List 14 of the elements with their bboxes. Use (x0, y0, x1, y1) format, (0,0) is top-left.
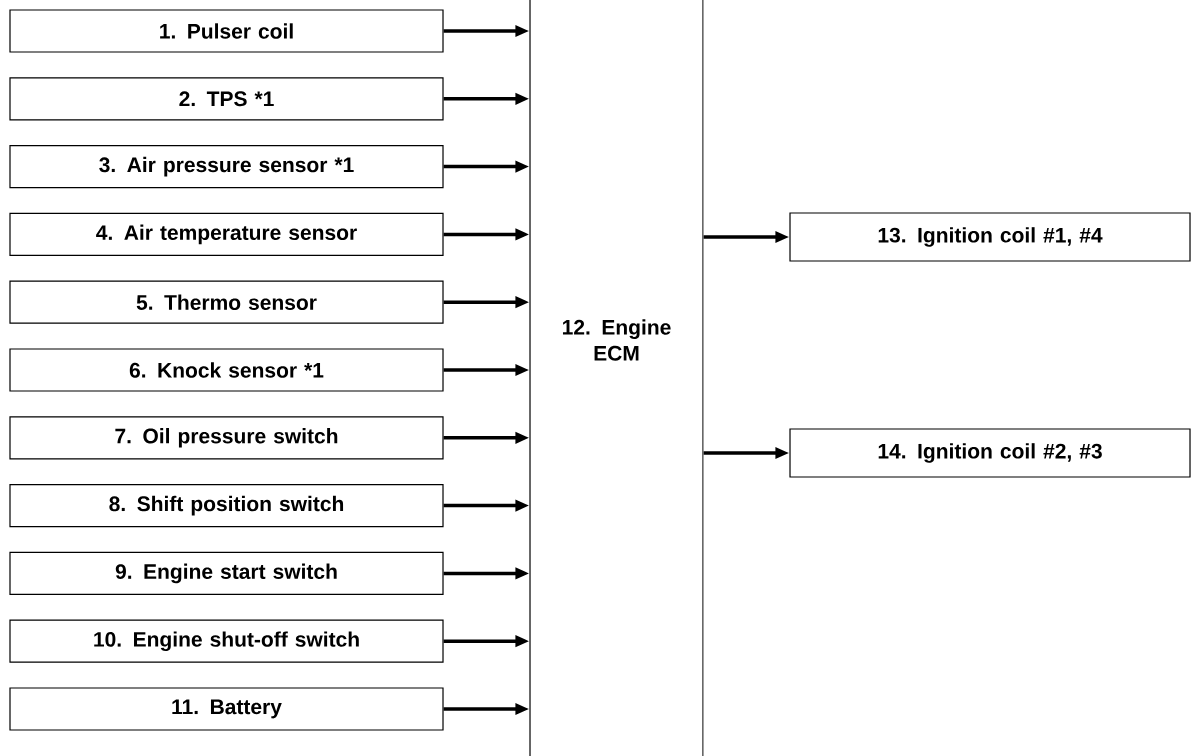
component-box: 13. Ignition coil #1, #4 (789, 212, 1191, 262)
control-module-box: 12. Engine ECM (529, 0, 704, 756)
component-box: 8. Shift position switch (9, 484, 444, 528)
component-box: 1. Pulser coil (9, 9, 444, 53)
component-box: 11. Battery (9, 687, 444, 731)
component-box: 2. TPS *1 (9, 77, 444, 121)
component-box: 3. Air pressure sensor *1 (9, 145, 444, 189)
component-box: 5. Thermo sensor (9, 280, 444, 324)
component-box: 6. Knock sensor *1 (9, 348, 444, 392)
component-box: 10. Engine shut-off switch (9, 619, 444, 663)
component-box: 14. Ignition coil #2, #3 (789, 428, 1191, 478)
component-box: 4. Air temperature sensor (9, 212, 444, 256)
component-box: 7. Oil pressure switch (9, 416, 444, 460)
component-box: 9. Engine start switch (9, 551, 444, 595)
